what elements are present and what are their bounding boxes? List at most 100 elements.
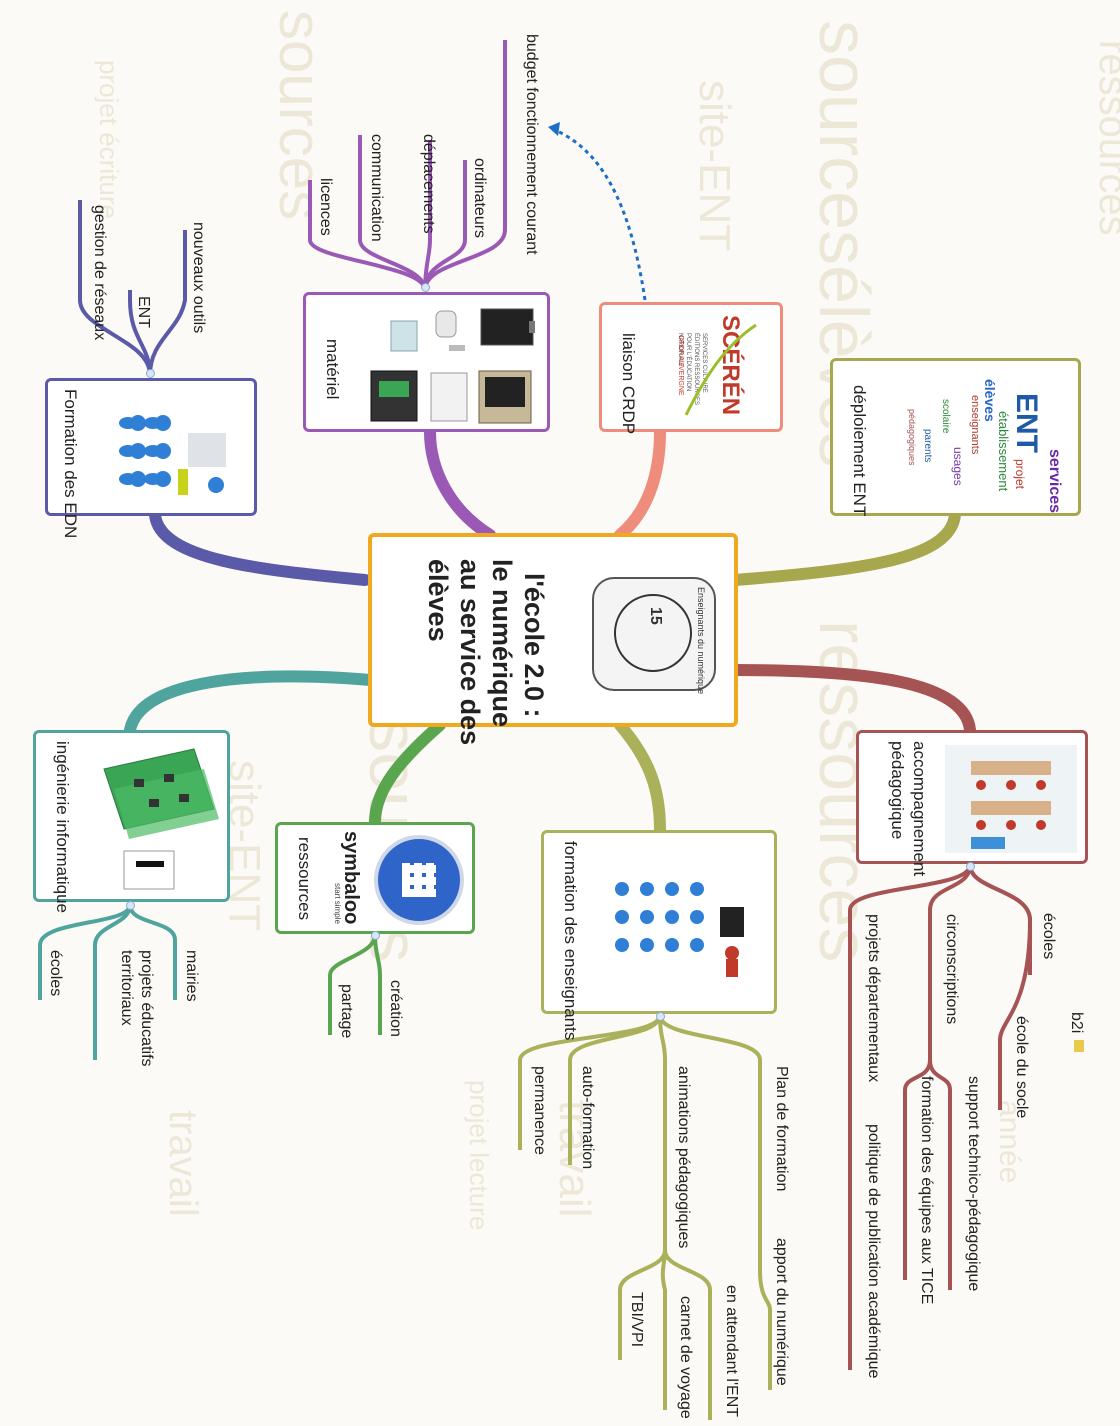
svg-text:travail: travail xyxy=(161,1110,205,1217)
collapse-dot-accompagnement[interactable] xyxy=(966,862,975,871)
node-materiel-label: matériel xyxy=(323,339,342,400)
center-title-line2: le numérique xyxy=(487,559,517,728)
leaf-projets-departementaux[interactable]: projets départementaux xyxy=(865,914,882,1083)
collapse-dot-formation-edn[interactable] xyxy=(146,369,155,378)
cloud-word: projet xyxy=(1013,459,1027,490)
circuit-board-icon xyxy=(103,748,219,890)
node-accompagnement-label-2: pédagogique xyxy=(888,741,907,840)
branch-materiel xyxy=(424,426,496,541)
branch-ingenierie xyxy=(124,670,376,736)
leaf-formation-equipes[interactable]: formation des équipes aux TICE xyxy=(918,1076,935,1305)
cloud-word: établissement xyxy=(996,411,1011,492)
node-symbaloo-label: ressources xyxy=(295,837,314,921)
node-deploiement-label: déploiement ENT xyxy=(850,385,869,517)
center-logo-number: 15 xyxy=(647,607,664,625)
node-formation-edn-label: Formation des EDN xyxy=(61,389,80,539)
collapse-dot-ingenierie[interactable] xyxy=(126,901,135,910)
ent-word-cloud-image: ENT établissement services élèves enseig… xyxy=(903,369,1073,513)
node-liaison-label: liaison CRDP xyxy=(619,333,638,435)
leaf-support-technico[interactable]: support technico-pédagogique xyxy=(965,1076,982,1292)
leaf-partage[interactable]: partage xyxy=(338,984,355,1039)
center-logo: 15 Enseignants du numérique xyxy=(592,577,716,695)
leaf-politique-publication[interactable]: politique de publication académique xyxy=(865,1124,882,1379)
leaf-gestion-reseaux[interactable]: gestion de réseaux xyxy=(91,205,108,341)
svg-text:travail: travail xyxy=(550,1100,599,1217)
collapse-dot-materiel[interactable] xyxy=(421,283,430,292)
computer-hardware-icon xyxy=(370,308,535,424)
leaf-licences[interactable]: licences xyxy=(317,178,334,236)
node-liaison-crdp[interactable]: liaison CRDP SCÉRÉN SERVICES CULTURE ÉDI… xyxy=(599,302,783,435)
leaf-plan-formation[interactable]: Plan de formation xyxy=(773,1066,790,1192)
b2i-note-icon xyxy=(1074,1040,1084,1052)
leaf-b2i[interactable]: b2i xyxy=(1068,1012,1085,1034)
center-title-line4: élèves xyxy=(423,559,453,642)
cloud-word: scolaire xyxy=(940,399,951,434)
cloud-word: parents xyxy=(922,429,933,463)
node-ingenierie-label: ingénierie informatique xyxy=(53,741,72,913)
branch-formation-edn xyxy=(149,509,371,586)
leaf-ecoles-acc[interactable]: écoles xyxy=(1040,913,1057,960)
symbaloo-logo-icon xyxy=(374,835,464,925)
leaf-creation[interactable]: création xyxy=(387,980,404,1037)
leaf-ecoles-ing[interactable]: écoles xyxy=(47,950,64,997)
node-symbaloo[interactable]: ressources symbaloo start simple xyxy=(275,822,475,934)
cloud-word: services xyxy=(1046,449,1063,514)
branch-deploiement xyxy=(729,509,961,586)
node-materiel[interactable]: matériel xyxy=(303,292,550,432)
cloud-word: ENT xyxy=(1010,393,1043,453)
branch-symbaloo xyxy=(369,719,446,828)
branch-formation-ens xyxy=(614,719,666,836)
branch-accompagnement xyxy=(729,664,976,736)
leaf-projets-educatifs[interactable]: projets éducatifs territoriaux xyxy=(118,950,155,1067)
svg-text:année: année xyxy=(993,1100,1026,1183)
leaf-communication[interactable]: communication xyxy=(368,134,385,242)
leaf-auto-formation[interactable]: auto-formation xyxy=(579,1066,596,1170)
leaf-mairies[interactable]: mairies xyxy=(183,950,200,1002)
svg-text:projet écriture: projet écriture xyxy=(94,60,124,219)
cloud-word: pédagogiques xyxy=(907,409,917,466)
leaf-ecole-du-socle[interactable]: école du socle xyxy=(1013,1016,1030,1119)
cloud-word: enseignants xyxy=(969,395,981,455)
leaf-permanence[interactable]: permanence xyxy=(531,1066,548,1155)
sceren-swoosh-icon xyxy=(684,323,757,416)
node-formation-edn[interactable]: Formation des EDN xyxy=(45,378,257,538)
svg-text:site-ENT: site-ENT xyxy=(690,80,739,251)
svg-text:projet lecture: projet lecture xyxy=(464,1080,494,1230)
svg-text:sources: sources xyxy=(267,10,334,220)
leaf-carnet-voyage[interactable]: carnet de voyage xyxy=(677,1296,694,1419)
leaf-circonscriptions[interactable]: circonscriptions xyxy=(943,914,960,1025)
collapse-dot-formation-ens[interactable] xyxy=(656,1012,665,1021)
leaf-nouveaux-outils[interactable]: nouveaux outils xyxy=(190,222,207,334)
teacher-students-icon xyxy=(615,882,744,977)
leaf-ordinateurs[interactable]: ordinateurs xyxy=(471,158,488,239)
leaf-ent[interactable]: ENT xyxy=(135,296,152,328)
branch-liaison xyxy=(614,426,666,541)
leaf-tbi-vpi[interactable]: TBI/VPI xyxy=(628,1292,645,1348)
node-ingenierie[interactable]: ingénierie informatique xyxy=(33,730,230,913)
leaf-en-attendant-ent[interactable]: en attendant l'ENT xyxy=(723,1285,740,1418)
dotted-link-arrow xyxy=(554,128,647,301)
node-formation-enseignants[interactable]: formation des enseignants xyxy=(541,830,777,1040)
center-logo-text: Enseignants du numérique xyxy=(696,587,706,695)
people-meeting-icon xyxy=(119,415,226,495)
symbaloo-logo-text: symbaloo xyxy=(340,831,362,925)
center-title-line1: l'école 2.0 : xyxy=(519,573,549,718)
leaf-budget[interactable]: budget fonctionnement courant xyxy=(523,34,540,255)
cloud-word: élèves xyxy=(982,379,998,422)
leaf-animations-pedagogiques[interactable]: animations pédagogiques xyxy=(675,1066,692,1249)
node-formation-ens-label: formation des enseignants xyxy=(561,841,580,1041)
cloud-word: usages xyxy=(951,447,965,486)
svg-text:ressources: ressources xyxy=(1091,40,1120,236)
classroom-icon xyxy=(945,745,1077,853)
leaf-deplacements[interactable]: déplacements xyxy=(420,134,437,234)
symbaloo-logo-sub: start simple xyxy=(333,883,342,924)
leaf-apport-numerique[interactable]: apport du numérique xyxy=(773,1238,790,1386)
collapse-dot-symbaloo[interactable] xyxy=(371,931,380,940)
node-accompagnement-label-1: accompagnement xyxy=(910,741,929,877)
node-deploiement-ent[interactable]: déploiement ENT ENT établissement servic… xyxy=(830,358,1081,516)
center-title-line3: au service des xyxy=(455,559,485,746)
central-topic[interactable]: 15 Enseignants du numérique l'école 2.0 … xyxy=(368,533,738,745)
node-accompagnement[interactable]: accompagnement pédagogique xyxy=(856,730,1088,876)
